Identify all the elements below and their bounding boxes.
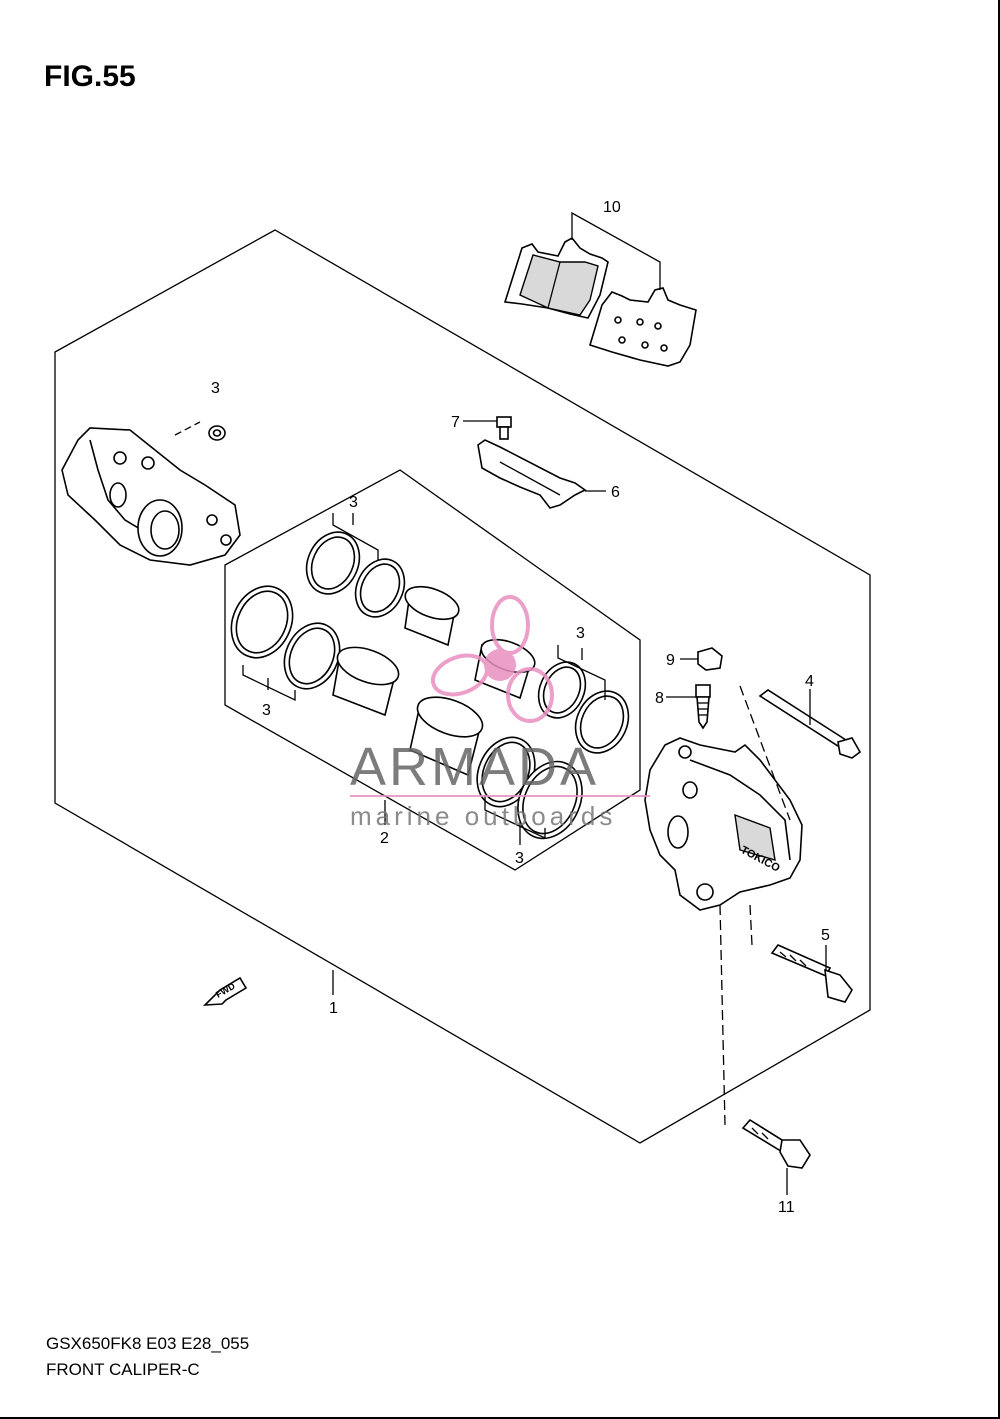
mounting-bolt-11 — [719, 904, 811, 1195]
callout-3-bottom-seals: 3 — [515, 850, 524, 867]
diagram-code: GSX650FK8 E03 E28_055 — [46, 1334, 250, 1353]
callout-4: 4 — [805, 673, 814, 690]
bleeder-valve — [666, 684, 711, 730]
callout-6: 6 — [611, 484, 620, 501]
bleeder-cap — [680, 647, 723, 671]
watermark-tagline: marine outboards — [350, 801, 616, 831]
callout-1: 1 — [329, 1000, 338, 1017]
assembly-outline — [54, 229, 871, 1144]
callout-2: 2 — [380, 830, 389, 847]
callout-9: 9 — [666, 652, 675, 669]
callout-3-left-seals: 3 — [262, 702, 271, 719]
seal-brackets — [242, 513, 606, 845]
watermark: ARMADA marine outboards — [350, 595, 650, 831]
callout-3-top-seals: 3 — [349, 494, 358, 511]
callout-5: 5 — [821, 927, 830, 944]
pistons — [332, 585, 536, 777]
propeller-logo — [430, 595, 554, 723]
forward-arrow: FWD — [202, 976, 248, 1006]
figure-title: FIG.55 — [44, 60, 136, 93]
diagram-name: FRONT CALIPER-C — [46, 1360, 200, 1379]
callout-3-right-seals: 3 — [576, 625, 585, 642]
callout-3-washer: 3 — [211, 380, 220, 397]
callout-11: 11 — [778, 1199, 795, 1216]
callout-10: 10 — [603, 199, 621, 216]
pad-pin-plug — [463, 416, 512, 440]
brake-pads — [503, 211, 697, 367]
pad-pin — [739, 685, 862, 821]
pad-spring — [477, 439, 606, 509]
left-caliper — [61, 421, 241, 566]
watermark-brand: ARMADA — [350, 737, 599, 797]
right-caliper: TOKICO — [644, 737, 803, 911]
callout-7: 7 — [451, 414, 460, 431]
mounting-bolt-5 — [749, 904, 853, 1003]
piston-seals — [230, 531, 630, 840]
callout-8: 8 — [655, 690, 664, 707]
seal-kit-outline — [224, 469, 641, 871]
